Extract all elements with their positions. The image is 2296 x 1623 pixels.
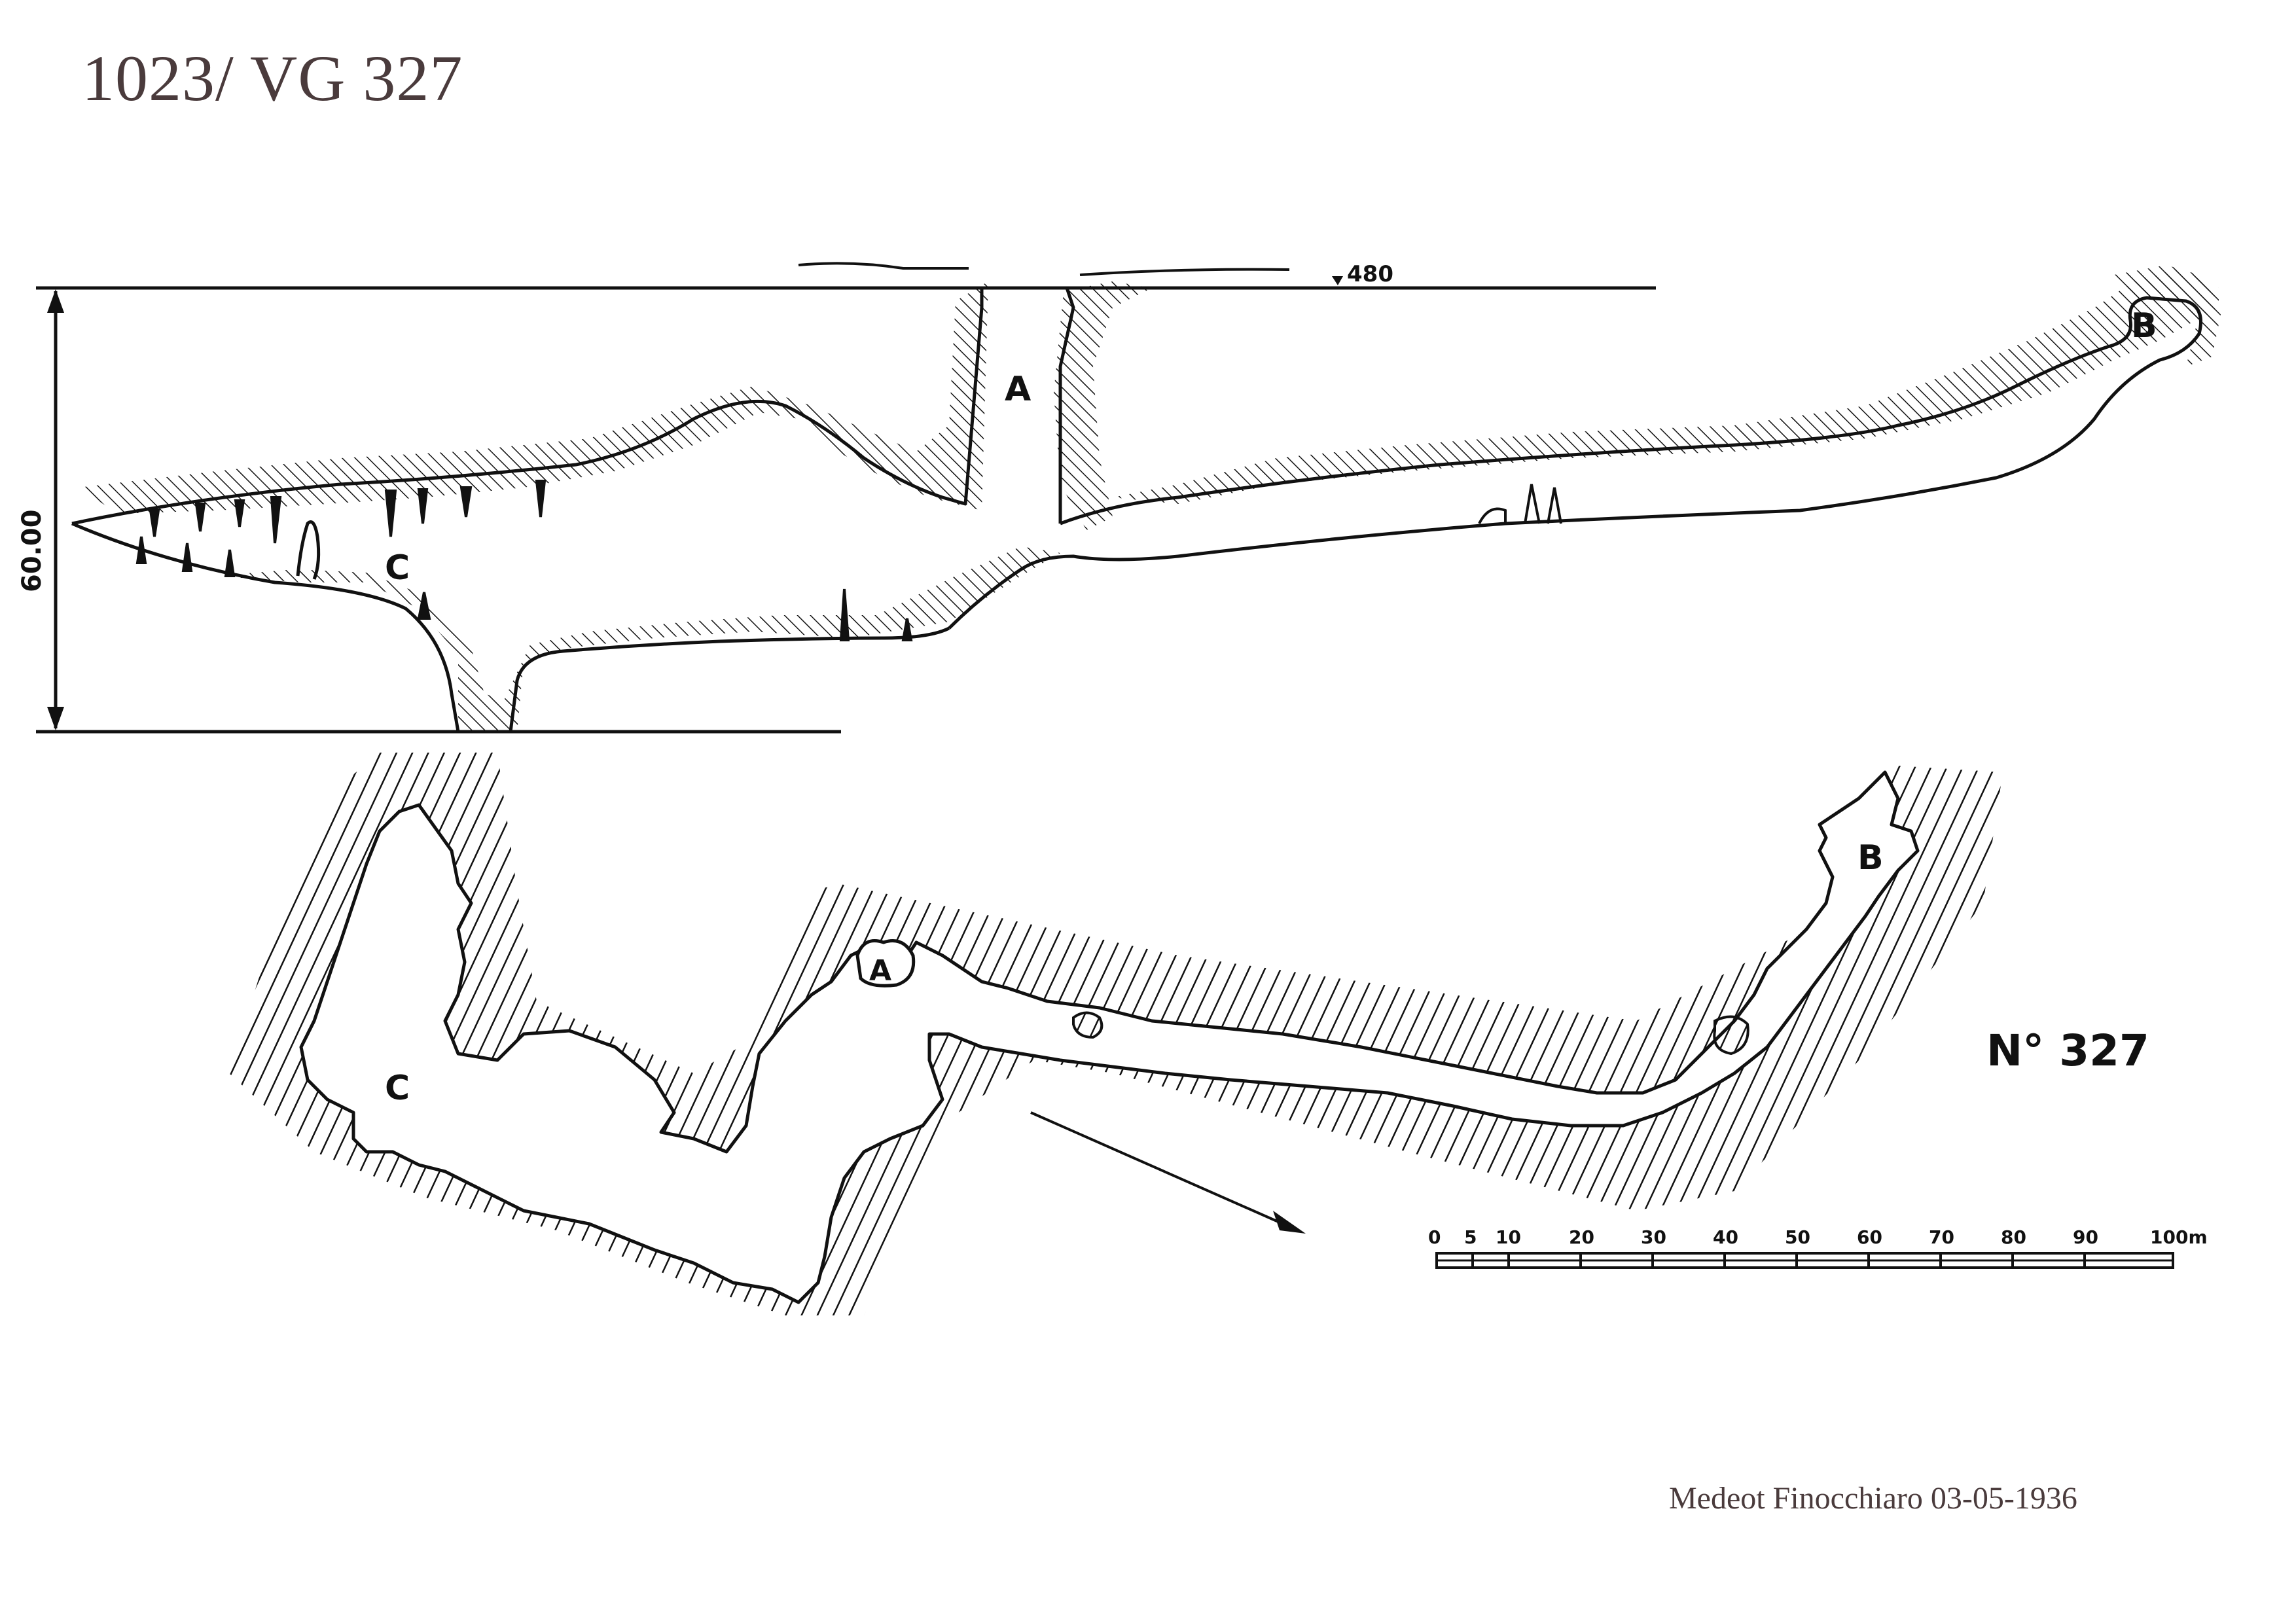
cave-profile: 60.00 480 bbox=[17, 261, 2222, 734]
floor-blocks bbox=[1478, 484, 1562, 524]
scale-tick-30: 30 bbox=[1641, 1226, 1666, 1248]
profile-label-a: A bbox=[1005, 370, 1031, 409]
scale-tick-0: 0 bbox=[1428, 1226, 1441, 1248]
depth-label: 60.00 bbox=[17, 509, 47, 592]
depth-arrow-top bbox=[47, 289, 64, 313]
ground-surface bbox=[798, 262, 1290, 276]
scale-bar: 0 5 10 20 30 40 50 60 70 80 90 100m bbox=[1428, 1226, 2208, 1269]
plan-cave-floor bbox=[299, 770, 1920, 1304]
shaft-a-right-wall bbox=[1058, 287, 1075, 524]
cave-plan: A B C N° 327 bbox=[229, 753, 2149, 1315]
scale-tick-80: 80 bbox=[2001, 1226, 2026, 1248]
roof-rock-band bbox=[79, 281, 988, 514]
scale-tick-40: 40 bbox=[1713, 1226, 1738, 1248]
right-roof-rock bbox=[1113, 268, 2219, 504]
depth-arrow-bottom bbox=[47, 707, 64, 730]
plan-pillar-2 bbox=[1713, 1015, 1749, 1056]
stalactites bbox=[149, 480, 547, 544]
elevation-marker bbox=[1332, 276, 1343, 285]
shaft-a-rock-right bbox=[1054, 281, 1152, 530]
scale-tick-5: 5 bbox=[1464, 1226, 1477, 1248]
scale-tick-50: 50 bbox=[1785, 1226, 1810, 1248]
scale-end-label: 100m bbox=[2150, 1226, 2208, 1248]
plan-label-c: C bbox=[385, 1069, 410, 1108]
floor-rock-band bbox=[216, 546, 1060, 733]
plan-label-a: A bbox=[869, 954, 891, 988]
scale-bar-tick-labels: 0 5 10 20 30 40 50 60 70 80 90 100m bbox=[1428, 1226, 2208, 1248]
survey-credit: Medeot Finocchiaro 03-05-1936 bbox=[1669, 1481, 2077, 1516]
passage-roof-right bbox=[948, 296, 2202, 630]
passage-floor-outline bbox=[71, 522, 950, 732]
plan-pillar-1 bbox=[1072, 1011, 1103, 1039]
column-formation bbox=[296, 520, 321, 580]
direction-arrow-line bbox=[1030, 1111, 1283, 1225]
scale-tick-10: 10 bbox=[1496, 1226, 1521, 1248]
plan-label-b: B bbox=[1857, 838, 1884, 878]
elevation-label: 480 bbox=[1347, 261, 1393, 287]
passage-roof-outline bbox=[71, 288, 984, 526]
cave-number-label: N° 327 bbox=[1986, 1026, 2149, 1076]
scale-bar-divisions bbox=[1435, 1253, 2174, 1268]
profile-label-c: C bbox=[385, 548, 410, 588]
scale-tick-70: 70 bbox=[1929, 1226, 1954, 1248]
page-title: 1023/ VG 327 bbox=[82, 42, 463, 115]
scale-tick-60: 60 bbox=[1857, 1226, 1882, 1248]
scale-tick-20: 20 bbox=[1569, 1226, 1594, 1248]
stalagmites bbox=[135, 536, 913, 641]
direction-arrow-head bbox=[1273, 1211, 1306, 1234]
scale-tick-90: 90 bbox=[2073, 1226, 2098, 1248]
profile-label-b: B bbox=[2131, 306, 2157, 346]
plan-entrance-a bbox=[855, 939, 916, 988]
